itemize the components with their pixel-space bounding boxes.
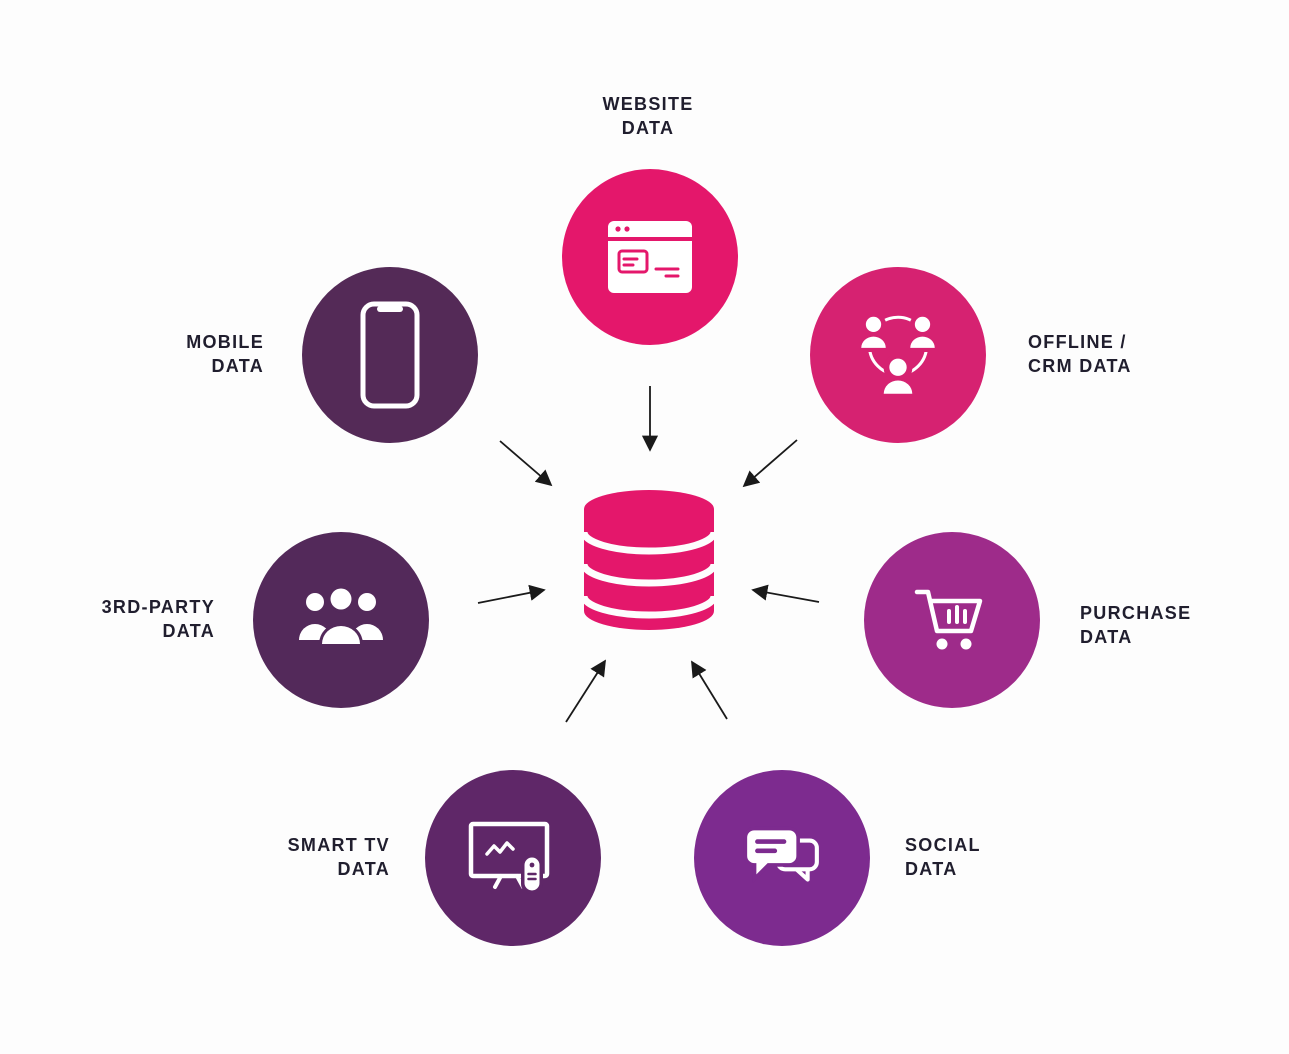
label-mobile-data: MOBILE DATA (186, 332, 264, 377)
label-website-data: WEBSITE DATA (602, 94, 694, 139)
label-third-party-data: 3RD-PARTY DATA (101, 597, 215, 642)
node-crm-data (810, 267, 986, 443)
arrow-mobile-to-database (499, 440, 553, 487)
node-purchase-data (864, 532, 1040, 708)
people-group-icon (299, 585, 383, 644)
node-social-data (694, 770, 870, 946)
node-mobile-data (302, 267, 478, 443)
shopping-cart-icon (914, 589, 983, 650)
label-social-data: SOCIAL DATA (905, 835, 981, 880)
smartphone-icon (360, 301, 420, 409)
arrow-social-to-database (691, 660, 728, 720)
arrow-crm-to-database (742, 439, 798, 488)
arrow-third-party-to-database (477, 584, 546, 604)
node-smart-tv-data (425, 770, 601, 946)
label-purchase-data: PURCHASE DATA (1080, 603, 1192, 648)
label-crm-data: OFFLINE / CRM DATA (1028, 332, 1132, 377)
node-website-data (562, 169, 738, 345)
database-icon (580, 490, 718, 630)
people-network-icon (857, 313, 939, 397)
label-smart-tv-data: SMART TV DATA (287, 835, 390, 880)
browser-window-icon (608, 221, 692, 293)
tv-remote-icon (468, 821, 550, 894)
database-node (580, 488, 718, 637)
arrow-purchase-to-database (751, 584, 820, 603)
arrow-smart-tv-to-database (565, 659, 606, 723)
node-third-party-data (253, 532, 429, 708)
chat-bubbles-icon (743, 826, 819, 884)
